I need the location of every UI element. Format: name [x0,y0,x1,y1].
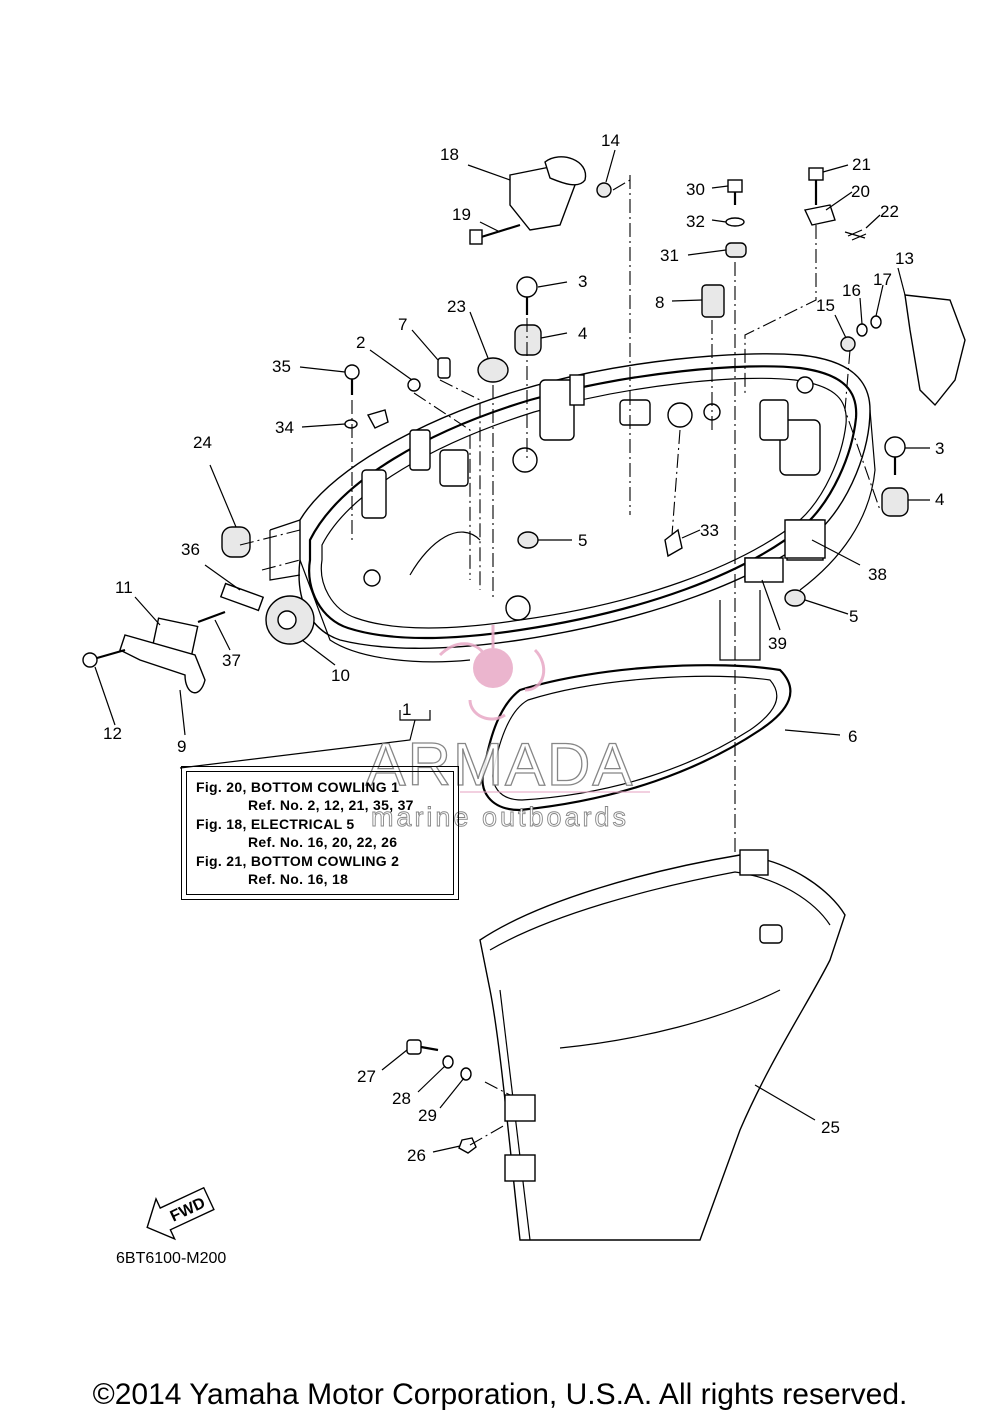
lower-apron-part [479,849,846,1241]
callout-3b: 3 [935,439,944,458]
callout-5a: 5 [578,531,587,550]
callout-39: 39 [768,634,787,653]
callout-6: 6 [848,727,857,746]
callout-5b: 5 [849,607,858,626]
callout-18: 18 [440,145,459,164]
callout-14: 14 [601,131,620,150]
watermark-logo [438,625,650,793]
callout-28: 28 [392,1089,411,1108]
callout-31: 31 [660,246,679,265]
leader-lines [94,149,930,1153]
callout-29: 29 [418,1106,437,1125]
diagram-code: 6BT6100-M200 [116,1250,227,1267]
callout-7: 7 [398,315,407,334]
callout-24: 24 [193,433,212,452]
reference-line-1: Fig. 20, BOTTOM COWLING 1 [196,779,400,795]
callout-32: 32 [686,212,705,231]
callout-1: 1 [402,700,411,719]
reference-line-6: Ref. No. 16, 18 [248,871,349,887]
callout-26: 26 [407,1146,426,1165]
callout-3a: 3 [578,272,587,291]
bottom-cowling-part [269,353,876,663]
callout-11: 11 [115,578,133,597]
reference-box-inner [186,771,454,895]
callout-36: 36 [181,540,200,559]
callout-16: 16 [842,281,861,300]
watermark-tagline: marine outboards [371,802,629,832]
callout-13: 13 [895,249,914,268]
copyright-notice: ©2014 Yamaha Motor Corporation, U.S.A. A… [92,1378,908,1411]
cowling-seal-part [481,664,792,812]
fwd-arrow: FWD [146,1186,215,1241]
reference-line-3: Fig. 18, ELECTRICAL 5 [196,816,355,832]
callout-8: 8 [655,293,664,312]
callout-4b: 4 [935,490,944,509]
callout-25: 25 [821,1118,840,1137]
callout-21: 21 [852,155,871,174]
callout-34: 34 [275,418,294,437]
callout-23: 23 [447,297,466,316]
callout-30: 30 [686,180,705,199]
callout-33: 33 [700,521,719,540]
small-parts [82,156,966,1154]
reference-line-2: Ref. No. 2, 12, 21, 35, 37 [248,797,414,813]
guide-lines [239,175,881,1146]
callout-27: 27 [357,1067,376,1086]
callout-38: 38 [868,565,887,584]
callout-35: 35 [272,357,291,376]
callout-20: 20 [851,182,870,201]
callout-37: 37 [222,651,241,670]
callout-15: 15 [816,296,835,315]
callout-2: 2 [356,333,365,352]
watermark-propeller-hub [473,648,513,688]
callout-10: 10 [331,666,350,685]
reference-line-4: Ref. No. 16, 20, 22, 26 [248,834,398,850]
watermark-brand: ARMADA [366,731,635,798]
reference-line-5: Fig. 21, BOTTOM COWLING 2 [196,853,400,869]
callout-9: 9 [177,737,186,756]
callout-numbers: 1 2 3 3 4 4 5 5 6 7 8 9 10 11 12 13 14 1… [103,131,944,1165]
reference-box: Fig. 20, BOTTOM COWLING 1 Ref. No. 2, 12… [181,766,459,900]
callout-17: 17 [873,270,892,289]
callout-4a: 4 [578,324,587,343]
callout-19: 19 [452,205,471,224]
callout-12: 12 [103,724,122,743]
callout-22: 22 [880,202,899,221]
